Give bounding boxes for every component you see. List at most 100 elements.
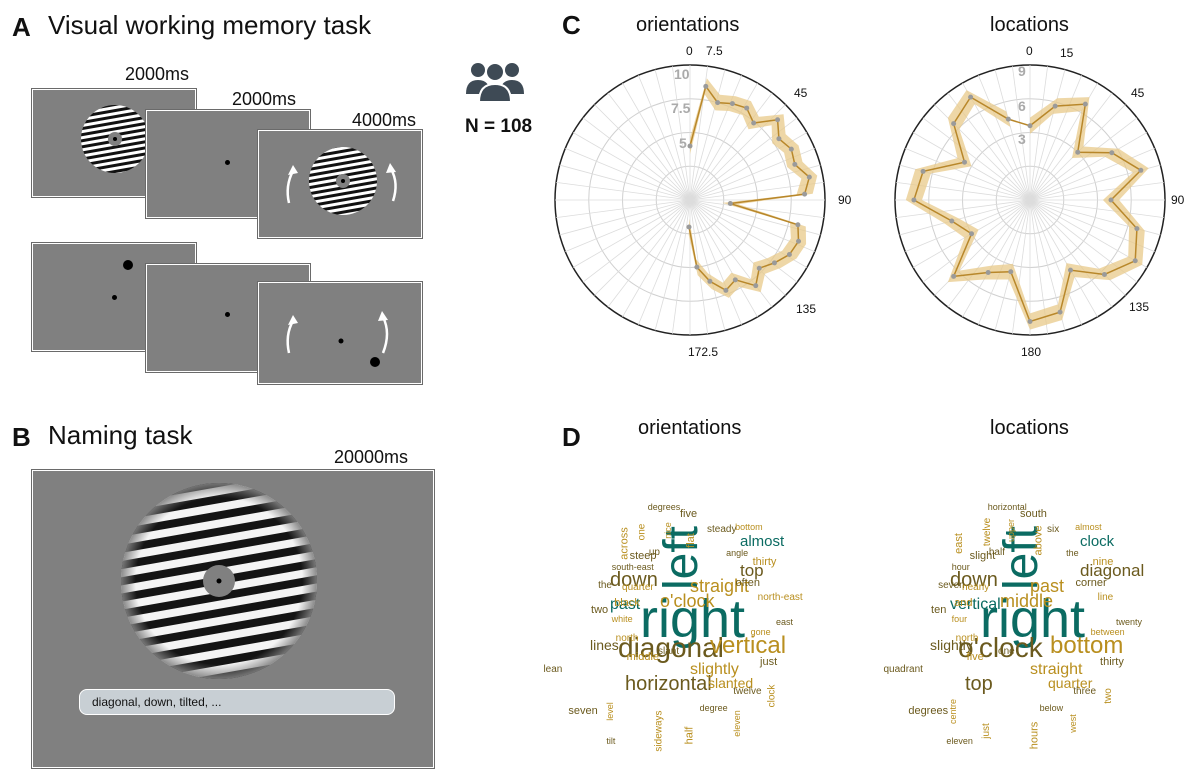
word-cloud-word: slant [658, 646, 680, 658]
timing-naming: 20000ms [334, 447, 409, 467]
data-point [796, 238, 802, 244]
word-cloud-word: nice [663, 522, 674, 540]
data-point [786, 252, 792, 258]
polar-spoke [559, 199, 691, 236]
fixation-dot [225, 312, 230, 317]
word-cloud-word: almost [1075, 522, 1102, 533]
locations-angle-15: 15 [1060, 46, 1074, 60]
data-point [707, 278, 713, 284]
word-cloud-word: level [605, 702, 616, 721]
location-response-screen [258, 282, 422, 384]
polar-spoke [559, 164, 691, 201]
polar-spoke [1029, 69, 1066, 201]
data-point [792, 161, 798, 167]
data-point [694, 264, 700, 270]
word-cloud-word: thirty [1100, 656, 1124, 669]
grating-stimulus [81, 105, 149, 173]
word-cloud-word: flat [684, 533, 697, 548]
locations-angle-180: 180 [1021, 345, 1042, 359]
data-point [1027, 319, 1033, 324]
locations-angle-0: 0 [1026, 44, 1033, 58]
data-point [686, 224, 692, 230]
word-cloud-word: diagonal [618, 632, 724, 663]
polar-spoke [565, 147, 691, 201]
word-cloud-word: angle [726, 548, 749, 559]
data-point [951, 121, 957, 127]
confidence-band [905, 90, 1149, 330]
word-cloud-word: seven [568, 705, 598, 718]
word-cloud-word: quarter [622, 582, 654, 594]
polar-spoke [1029, 147, 1155, 201]
word-cloud-word: hours [1028, 722, 1041, 750]
word-cloud-word: east [775, 617, 793, 628]
orientations-angle-0: 0 [686, 44, 693, 58]
polar-spoke [622, 82, 691, 201]
word-cloud-word: two [591, 603, 609, 616]
word-cloud-word: o'clock [958, 632, 1043, 663]
timing-response: 4000ms [352, 110, 417, 130]
data-point [1075, 149, 1081, 155]
word-cloud-word: six [1047, 524, 1060, 536]
word-cloud-word: thirty [752, 556, 777, 569]
data-point [802, 191, 808, 197]
word-cloud-word: up [648, 546, 660, 558]
polar-spoke [922, 117, 1031, 201]
data-point [1068, 267, 1073, 273]
word-cloud-word: slightly [690, 661, 739, 678]
data-point [795, 222, 801, 228]
data-point [949, 218, 955, 224]
naming-screen: diagonal, down, tilted, ... [32, 470, 434, 768]
data-point [920, 168, 926, 174]
word-cloud-word: south-east [611, 561, 654, 572]
data-point [687, 143, 693, 149]
polar-spoke [977, 75, 1031, 201]
word-cloud-word: west [1067, 713, 1078, 733]
data-point [776, 136, 782, 142]
data-point [968, 94, 974, 100]
fixation-dot [112, 295, 117, 300]
polar-spoke [582, 199, 691, 283]
polar-spoke [607, 92, 691, 201]
location-response-canvas [286, 311, 389, 367]
polar-spoke [572, 199, 691, 268]
word-cloud-word: right [980, 589, 1086, 649]
polar-spoke [689, 199, 743, 325]
word-cloud-word: twelve [982, 517, 994, 547]
word-cloud-word: the [1066, 548, 1079, 559]
word-cloud-word: down [610, 569, 658, 591]
panel-c-letter: C [562, 10, 581, 40]
data-point [1134, 226, 1140, 232]
fixation-dot [225, 160, 230, 165]
data-point [1027, 123, 1033, 129]
panel-b-title: Naming task [48, 420, 193, 450]
data-point [1138, 167, 1144, 173]
polar-spoke [622, 199, 691, 318]
polar-spoke [582, 117, 691, 201]
word-cloud-word: and [954, 596, 973, 609]
polar-spoke [689, 199, 758, 318]
word-cloud-word: corner [1075, 576, 1107, 589]
word-cloud-word: down [950, 569, 998, 591]
polar-spoke [1029, 199, 1148, 268]
polar-spoke [1029, 132, 1148, 201]
polar-spoke [637, 75, 691, 201]
word-cloud-word: vertical [950, 596, 1001, 613]
orientations-polar-title: orientations [636, 14, 740, 36]
data-point [985, 269, 991, 275]
word-cloud-word: just [760, 656, 778, 669]
word-cloud-word: o'clock [660, 591, 715, 611]
orientations-angle-135: 135 [796, 302, 817, 316]
word-cloud-word: often [735, 576, 760, 589]
word-cloud-word: right [640, 589, 746, 649]
word-cloud-word: one [998, 646, 1015, 658]
word-cloud-word: almost [740, 533, 785, 550]
locations-angle-90: 90 [1171, 193, 1185, 207]
data-point [806, 174, 812, 180]
polar-spoke [899, 199, 1031, 236]
naming-response-input[interactable]: diagonal, down, tilted, ... [79, 689, 395, 715]
data-point [744, 105, 750, 111]
locations-radial-3: 3 [1018, 131, 1026, 147]
data-point [756, 265, 762, 271]
polar-spoke [1029, 199, 1164, 219]
data-point [1101, 271, 1107, 277]
